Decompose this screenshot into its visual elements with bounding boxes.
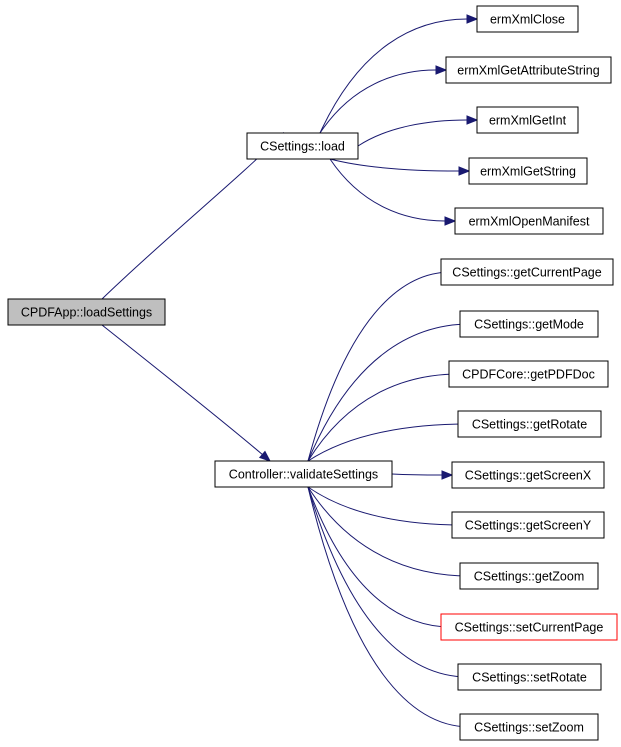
node-box (246, 132, 359, 160)
node-getCurrentPage[interactable]: CSettings::getCurrentPage (440, 258, 614, 286)
node-box (445, 56, 612, 84)
edge-validateSettings-to-setCurrentPage (307, 486, 452, 628)
edge-validateSettings-to-getMode (307, 323, 471, 462)
node-label: ermXmlClose (490, 13, 565, 27)
node-label: CSettings::getScreenX (465, 469, 592, 483)
edge-validateSettings-to-getScreenX (391, 473, 443, 476)
edge-load-to-ermXmlGetString (329, 158, 460, 172)
node-box (459, 310, 599, 338)
edge-load-to-ermXmlOpenManifest (329, 158, 446, 222)
node-label: CSettings::getZoom (474, 570, 584, 584)
arrowhead-ermXmlGetInt (466, 115, 479, 125)
node-label: ermXmlGetAttributeString (457, 64, 599, 78)
node-label: ermXmlGetInt (489, 114, 567, 128)
node-box (468, 157, 588, 185)
edge-validateSettings-to-getZoom (307, 486, 471, 577)
node-label: CSettings::setRotate (472, 671, 587, 685)
node-setRotate[interactable]: CSettings::setRotate (457, 663, 602, 691)
node-label: CSettings::getCurrentPage (452, 266, 601, 280)
node-ermXmlGetString[interactable]: ermXmlGetString (468, 157, 588, 185)
node-getScreenY[interactable]: CSettings::getScreenY (451, 511, 605, 539)
node-ermXmlGetAttributeString[interactable]: ermXmlGetAttributeString (445, 56, 612, 84)
node-box (7, 298, 166, 326)
edge-validateSettings-to-getCurrentPage (307, 271, 452, 462)
node-ermXmlOpenManifest[interactable]: ermXmlOpenManifest (454, 207, 604, 235)
node-getRotate[interactable]: CSettings::getRotate (457, 410, 602, 438)
node-setCurrentPage[interactable]: CSettings::setCurrentPage (440, 613, 618, 641)
edge-validateSettings-to-getPDFDoc (307, 373, 460, 462)
edge-load-to-ermXmlGetInt (357, 119, 468, 147)
node-box (476, 106, 579, 134)
call-nodes: CPDFApp::loadSettingsCSettings::loadermX… (7, 5, 618, 741)
node-box (440, 613, 618, 641)
node-validateSettings[interactable]: Controller::validateSettings (214, 460, 393, 488)
node-getMode[interactable]: CSettings::getMode (459, 310, 599, 338)
node-box (459, 713, 599, 741)
node-box (440, 258, 614, 286)
edge-load-to-ermXmlGetAttributeString (319, 69, 437, 134)
edge-loadSettings-to-validateSettings (101, 324, 263, 455)
edge-validateSettings-to-getRotate (307, 423, 469, 462)
node-label: CSettings::getScreenY (465, 519, 592, 533)
node-label: CSettings::setZoom (474, 721, 584, 735)
edge-load-to-ermXmlClose (319, 18, 468, 134)
edge-validateSettings-to-setRotate (307, 486, 469, 678)
node-load[interactable]: CSettings::load (246, 132, 359, 160)
arrowhead-validateSettings (258, 450, 272, 462)
node-box (451, 461, 605, 489)
node-label: Controller::validateSettings (229, 468, 378, 482)
arrowhead-ermXmlOpenManifest (444, 216, 457, 226)
node-label: CPDFApp::loadSettings (21, 306, 152, 320)
node-box (459, 562, 599, 590)
edge-loadSettings-to-load (101, 139, 277, 300)
arrowhead-ermXmlGetString (458, 166, 471, 176)
node-ermXmlClose[interactable]: ermXmlClose (476, 5, 579, 33)
arrowhead-getScreenX (441, 470, 454, 480)
node-loadSettings[interactable]: CPDFApp::loadSettings (7, 298, 166, 326)
edge-validateSettings-to-getScreenY (307, 486, 463, 526)
node-label: CSettings::load (260, 140, 345, 154)
node-ermXmlGetInt[interactable]: ermXmlGetInt (476, 106, 579, 134)
node-box (214, 460, 393, 488)
node-label: CSettings::setCurrentPage (455, 621, 604, 635)
call-edges (101, 14, 482, 732)
node-label: ermXmlOpenManifest (469, 215, 590, 229)
node-box (457, 410, 602, 438)
node-getPDFDoc[interactable]: CPDFCore::getPDFDoc (448, 360, 609, 388)
node-box (451, 511, 605, 539)
arrowhead-ermXmlGetAttributeString (435, 65, 448, 75)
node-label: CPDFCore::getPDFDoc (462, 368, 595, 382)
node-setZoom[interactable]: CSettings::setZoom (459, 713, 599, 741)
node-getZoom[interactable]: CSettings::getZoom (459, 562, 599, 590)
node-box (448, 360, 609, 388)
node-label: CSettings::getMode (474, 318, 584, 332)
node-getScreenX[interactable]: CSettings::getScreenX (451, 461, 605, 489)
node-box (454, 207, 604, 235)
arrowhead-ermXmlClose (466, 14, 479, 24)
node-box (457, 663, 602, 691)
edge-validateSettings-to-setZoom (307, 486, 471, 728)
node-box (476, 5, 579, 33)
node-label: ermXmlGetString (480, 165, 576, 179)
node-label: CSettings::getRotate (472, 418, 587, 432)
